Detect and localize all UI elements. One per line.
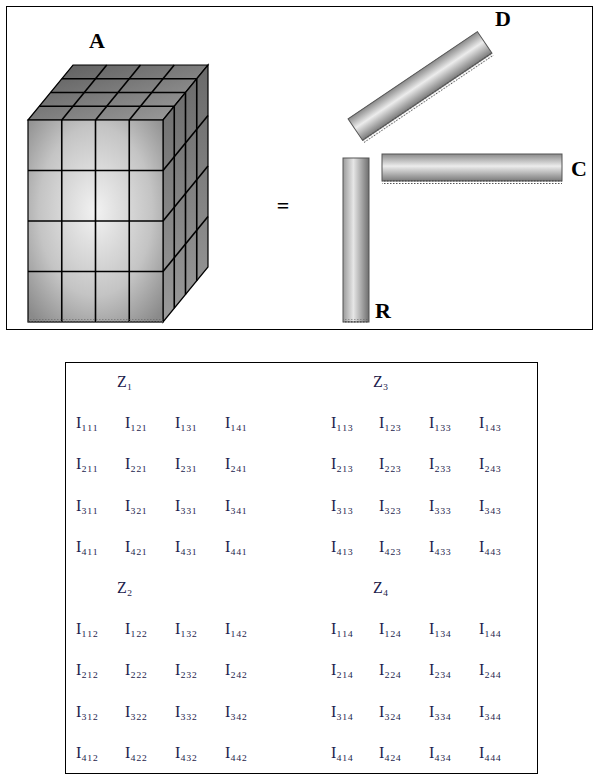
table-cell: I₄₂₃ [379, 538, 401, 556]
table-cell: I₂₃₁ [175, 455, 197, 473]
table-cell: I₁₂₃ [379, 414, 401, 432]
table-cell: I₁₃₃ [429, 414, 451, 432]
table-cell: I₁₁₂ [76, 620, 98, 638]
table-cell: I₁₁₁ [76, 414, 98, 432]
table-cell: I₄₁₂ [76, 744, 98, 762]
matrix-label: R [375, 298, 391, 324]
table-cell: I₃₁₄ [331, 703, 353, 721]
factor-matrix-bar [343, 158, 369, 323]
table-cell: I₂₃₃ [429, 455, 451, 473]
table-cell: I₃₃₁ [175, 497, 197, 515]
table-cell: I₄₃₄ [429, 744, 451, 762]
table-cell: I₂₂₄ [379, 661, 401, 679]
table-cell: I₃₃₂ [175, 703, 197, 721]
table-cell: I₃₁₃ [331, 497, 353, 515]
table-cell: I₄₁₃ [331, 538, 353, 556]
tensor-cube [28, 65, 208, 323]
table-cell: I₂₄₄ [479, 661, 501, 679]
table-cell: I₁₃₂ [175, 620, 197, 638]
table-cell: I₃₁₂ [76, 703, 98, 721]
table-cell: I₂₁₂ [76, 661, 98, 679]
table-cell: I₁₄₂ [225, 620, 247, 638]
table-cell: I₁₂₄ [379, 620, 401, 638]
table-cell: I₁₄₁ [225, 414, 247, 432]
table-cell: I₃₂₁ [125, 497, 147, 515]
table-cell: I₄₃₃ [429, 538, 451, 556]
table-cell: I₂₄₃ [479, 455, 501, 473]
table-cell: I₁₂₂ [125, 620, 147, 638]
slice-heading: Z₂ [117, 579, 132, 597]
table-cell: I₁₁₃ [331, 414, 353, 432]
table-cell: I₃₄₃ [479, 497, 501, 515]
matrix-label: A [89, 28, 105, 54]
table-cell: I₂₂₂ [125, 661, 147, 679]
table-cell: I₃₂₂ [125, 703, 147, 721]
table-cell: I₂₄₁ [225, 455, 247, 473]
table-cell: I₃₂₃ [379, 497, 401, 515]
table-cell: I₄₁₁ [76, 538, 98, 556]
table-cell: I₃₁₁ [76, 497, 98, 515]
table-cell: I₁₃₄ [429, 620, 451, 638]
table-cell: I₁₃₁ [175, 414, 197, 432]
table-cell: I₄₃₁ [175, 538, 197, 556]
table-cell: I₃₃₃ [429, 497, 451, 515]
slice-heading: Z₄ [373, 579, 388, 597]
table-cell: I₂₃₄ [429, 661, 451, 679]
table-cell: I₂₂₃ [379, 455, 401, 473]
table-cell: I₂₁₄ [331, 661, 353, 679]
table-cell: I₄₄₂ [225, 744, 247, 762]
equals-sign: = [277, 193, 290, 219]
table-cell: I₂₄₂ [225, 661, 247, 679]
table-cell: I₄₁₄ [331, 744, 353, 762]
table-cell: I₂₁₁ [76, 455, 98, 473]
slice-heading: Z₃ [373, 373, 388, 391]
table-cell: I₃₄₄ [479, 703, 501, 721]
table-cell: I₃₃₄ [429, 703, 451, 721]
table-cell: I₃₄₁ [225, 497, 247, 515]
factor-matrix-bar [348, 32, 494, 143]
table-cell: I₄₃₂ [175, 744, 197, 762]
table-cell: I₃₄₂ [225, 703, 247, 721]
table-cell: I₂₂₁ [125, 455, 147, 473]
table-cell: I₂₃₂ [175, 661, 197, 679]
matrix-label: C [571, 156, 587, 182]
matrix-label: D [495, 6, 511, 32]
table-cell: I₁₁₄ [331, 620, 353, 638]
table-cell: I₁₂₁ [125, 414, 147, 432]
table-cell: I₄₂₂ [125, 744, 147, 762]
table-cell: I₄₄₃ [479, 538, 501, 556]
diagram-panel: A = D C R [6, 6, 593, 330]
table-cell: I₄₂₄ [379, 744, 401, 762]
table-cell: I₃₂₄ [379, 703, 401, 721]
table-cell: I₄₄₁ [225, 538, 247, 556]
table-cell: I₁₄₄ [479, 620, 501, 638]
table-panel: Z₁ Z₃ I₁₁₁ I₁₂₁ I₁₃₁ I₁₄₁ I₁₁₃ I₁₂₃ I₁₃₃ I₁₄₃ I₂₁₁… [65, 362, 538, 774]
table-cell: I₁₄₃ [479, 414, 501, 432]
factor-matrix-bar [382, 154, 562, 184]
table-cell: I₂₁₃ [331, 455, 353, 473]
table-cell: I₄₄₄ [479, 744, 501, 762]
table-cell: I₄₂₁ [125, 538, 147, 556]
slice-heading: Z₁ [117, 373, 132, 391]
